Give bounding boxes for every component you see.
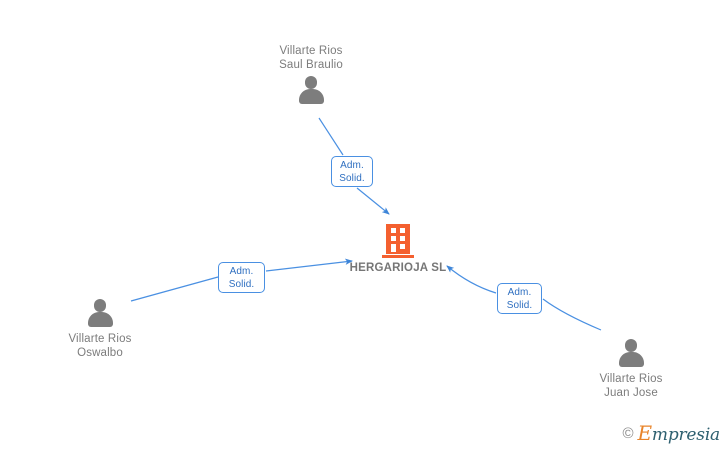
person-label-oswalbo: Villarte Rios Oswalbo	[68, 333, 132, 359]
empresia-logo-rest: mpresia	[651, 425, 720, 445]
building-icon	[382, 224, 414, 258]
building-icon-window	[391, 228, 396, 233]
person-icon-body	[618, 351, 644, 367]
building-icon-window	[391, 236, 396, 241]
person-icon	[614, 338, 648, 370]
person-icon	[294, 75, 328, 107]
building-icon-window	[400, 236, 405, 241]
building-icon-door	[391, 244, 396, 252]
person-icon	[83, 298, 117, 330]
person-node-juan-jose[interactable]: Villarte Rios Juan Jose	[551, 338, 711, 400]
edge-label-saul-braulio[interactable]: Adm. Solid.	[331, 156, 373, 187]
person-icon-head	[93, 299, 107, 312]
person-node-oswalbo[interactable]: Villarte Rios Oswalbo	[20, 298, 180, 360]
building-icon-window	[400, 228, 405, 233]
person-icon-body	[87, 311, 113, 327]
company-label: HERGARIOJA SL	[349, 262, 447, 274]
person-icon-head	[304, 76, 318, 89]
empresia-logo: Empresia	[638, 423, 721, 444]
person-icon-head	[624, 339, 638, 352]
building-icon-base	[382, 254, 414, 258]
person-node-saul-braulio[interactable]: Villarte Rios Saul Braulio	[231, 44, 391, 107]
empresia-logo-initial: E	[637, 421, 653, 445]
building-icon-window	[400, 244, 405, 249]
empresia-watermark: © Empresia	[622, 423, 720, 444]
person-icon-body	[298, 88, 324, 104]
person-label-saul-braulio: Villarte Rios Saul Braulio	[279, 45, 343, 71]
edge-label-oswalbo[interactable]: Adm. Solid.	[218, 262, 265, 293]
building-icon-tower	[386, 224, 410, 254]
copyright-icon: ©	[622, 425, 634, 442]
company-node-hergarioja-sl[interactable]: HERGARIOJA SL	[318, 224, 478, 275]
edge-label-juan-jose[interactable]: Adm. Solid.	[497, 283, 542, 314]
person-label-juan-jose: Villarte Rios Juan Jose	[599, 373, 663, 399]
